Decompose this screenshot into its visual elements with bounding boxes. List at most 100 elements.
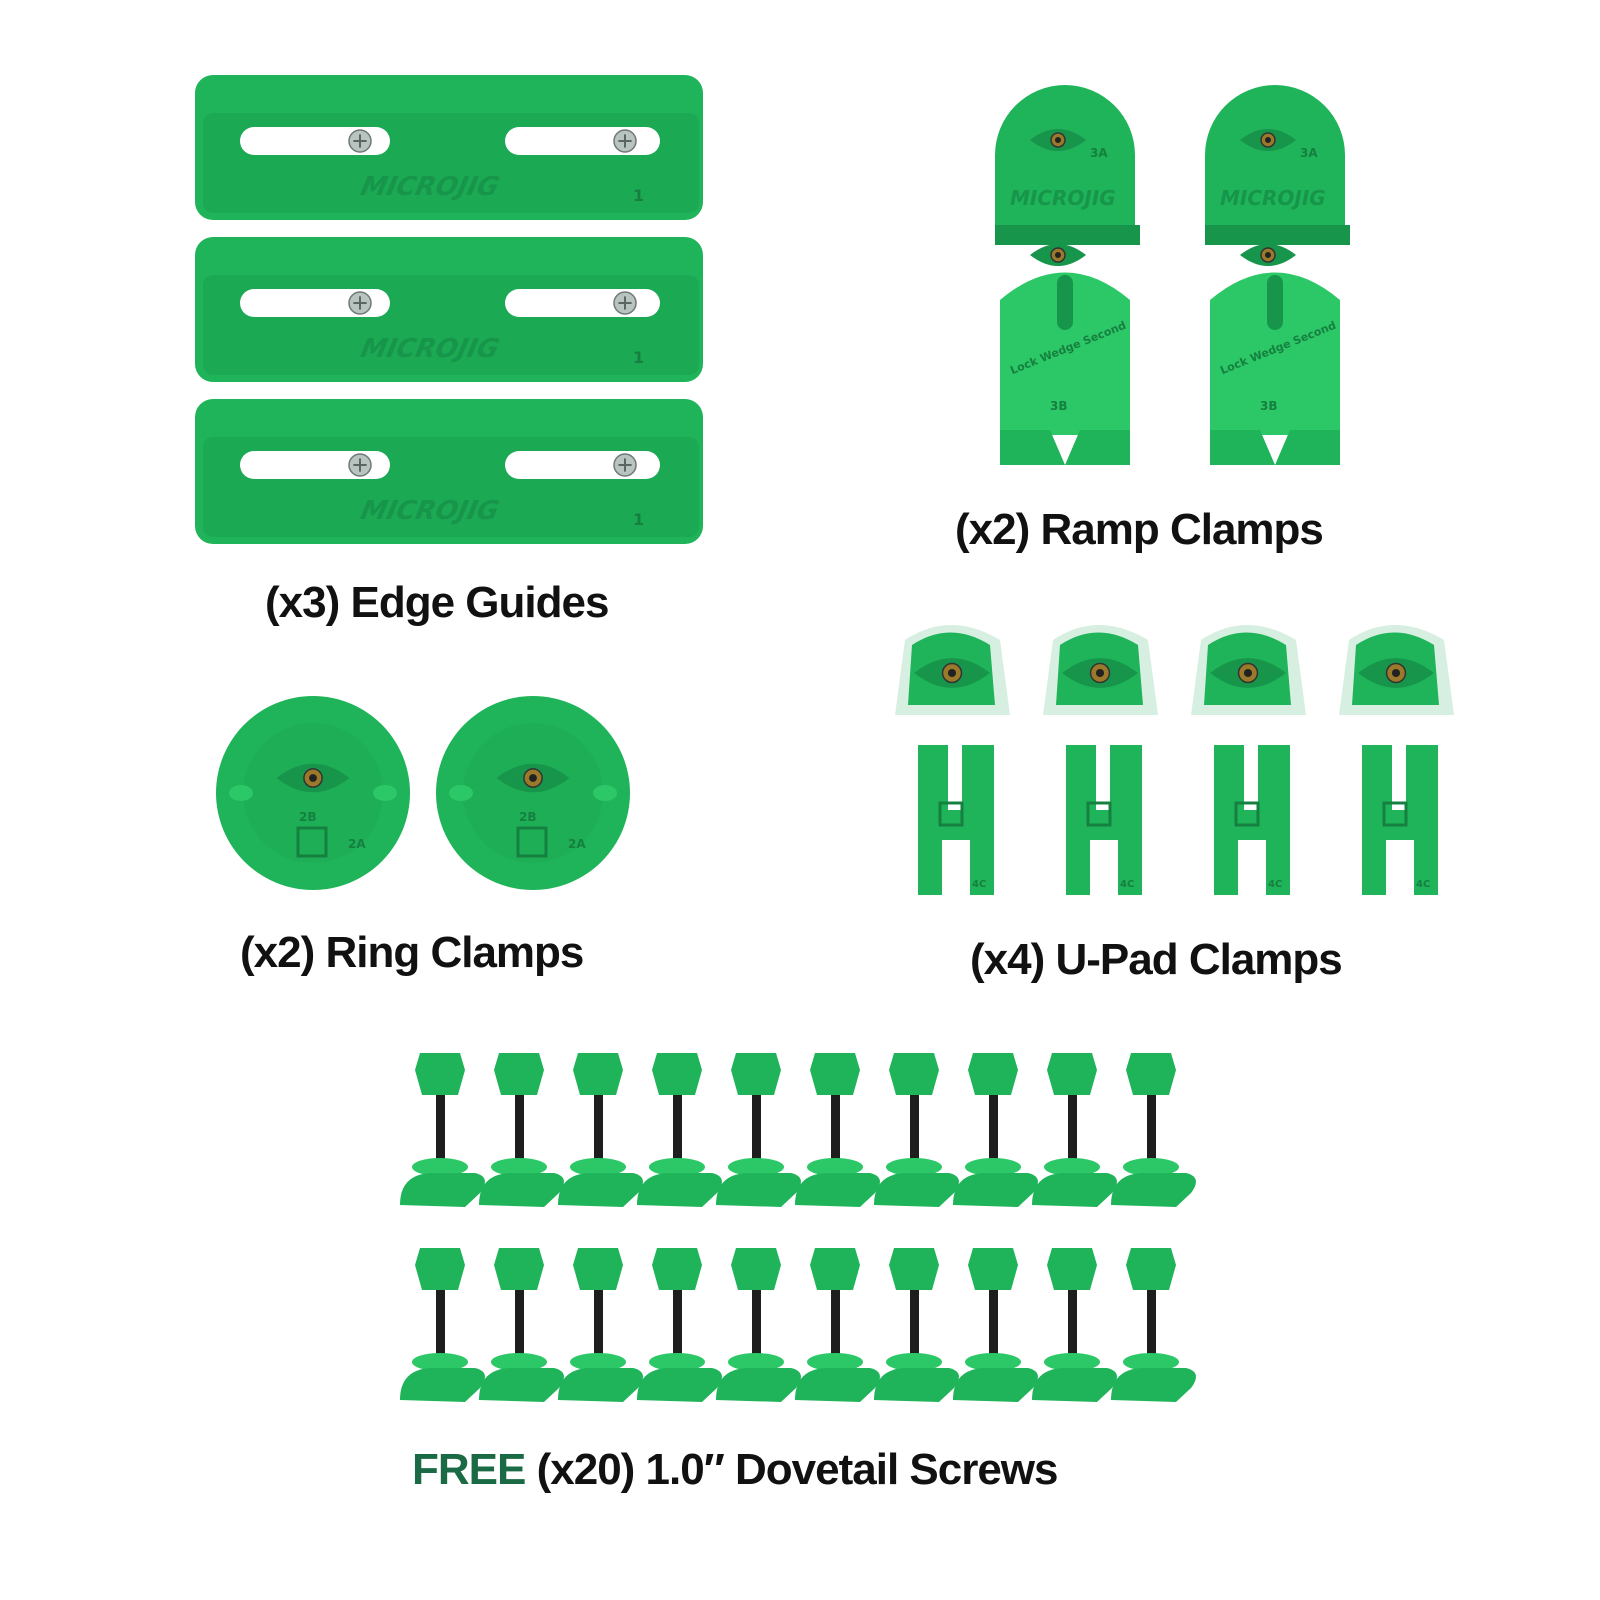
screw-thread bbox=[989, 1095, 998, 1165]
upad-clamp-pad bbox=[1362, 745, 1438, 895]
edge-guide-number: 1 bbox=[633, 186, 644, 205]
screw-knob-icon bbox=[968, 1053, 1018, 1095]
dovetail-screw bbox=[795, 1053, 880, 1207]
screw-washer bbox=[807, 1353, 863, 1371]
screw-thread bbox=[910, 1095, 919, 1165]
screw-washer bbox=[1044, 1158, 1100, 1176]
screw-foot bbox=[1111, 1368, 1196, 1402]
edge-guide: MICROJIG 1 bbox=[195, 399, 703, 544]
screw-knob-icon bbox=[1047, 1248, 1097, 1290]
ramp-upper-label: 3A bbox=[1090, 146, 1108, 160]
screw-knob-icon bbox=[1126, 1248, 1176, 1290]
screw-thread bbox=[910, 1290, 919, 1360]
ring-upper-label: 2B bbox=[519, 810, 537, 824]
screw-foot bbox=[479, 1368, 564, 1402]
upad-clamps-group: 4C 4C 4C 4C bbox=[890, 605, 1470, 905]
dovetail-screw bbox=[795, 1248, 880, 1402]
screw-thread bbox=[989, 1290, 998, 1360]
upad-clamp: 4C bbox=[1339, 625, 1454, 895]
brand-logo: MICROJIG bbox=[358, 496, 502, 526]
screw-knob-icon bbox=[415, 1053, 465, 1095]
mj-logo-icon bbox=[296, 826, 328, 858]
ramp-lower-label: 3B bbox=[1260, 399, 1278, 413]
edge-guide-number: 1 bbox=[633, 510, 644, 529]
screw-washer bbox=[728, 1353, 784, 1371]
upad-clamp-pad bbox=[1214, 745, 1290, 895]
screw-washer bbox=[570, 1353, 626, 1371]
dovetail-screw bbox=[716, 1248, 801, 1402]
screw-thread bbox=[594, 1095, 603, 1165]
screw-foot bbox=[400, 1368, 485, 1402]
dovetail-screw bbox=[874, 1248, 959, 1402]
screw-thread bbox=[1147, 1290, 1156, 1360]
screw-knob-icon bbox=[731, 1248, 781, 1290]
screw-washer bbox=[807, 1158, 863, 1176]
screw-knob-icon bbox=[573, 1248, 623, 1290]
screw-thread bbox=[515, 1290, 524, 1360]
screw-foot bbox=[637, 1368, 722, 1402]
mj-logo-icon bbox=[1382, 801, 1408, 827]
screw-knob-icon bbox=[1047, 1053, 1097, 1095]
upad-pad-label: 4C bbox=[1416, 879, 1430, 890]
dovetail-screw bbox=[716, 1053, 801, 1207]
dovetail-screw bbox=[479, 1053, 564, 1207]
screw-foot bbox=[400, 1173, 485, 1207]
dovetail-screw bbox=[1111, 1248, 1196, 1402]
screw-washer bbox=[886, 1353, 942, 1371]
upad-clamp: 4C bbox=[895, 625, 1010, 895]
upad-clamps-caption: (x4) U-Pad Clamps bbox=[970, 935, 1343, 984]
screw-thread bbox=[673, 1095, 682, 1165]
screw-washer bbox=[649, 1353, 705, 1371]
screw-foot bbox=[716, 1368, 801, 1402]
dovetail-screw bbox=[637, 1053, 722, 1207]
ramp-clamp-wedge bbox=[1000, 272, 1130, 435]
screw-washer bbox=[965, 1158, 1021, 1176]
screw-foot bbox=[637, 1173, 722, 1207]
screw-knob-icon bbox=[652, 1248, 702, 1290]
dovetail-screw bbox=[400, 1248, 485, 1402]
dovetail-screw bbox=[953, 1053, 1038, 1207]
ring-clamps-caption: (x2) Ring Clamps bbox=[240, 928, 584, 977]
ramp-clamp-top bbox=[1205, 85, 1345, 235]
screw-thread bbox=[831, 1290, 840, 1360]
upad-clamp-pad bbox=[1066, 745, 1142, 895]
screw-thread bbox=[752, 1290, 761, 1360]
upad-pad-label: 4C bbox=[1268, 879, 1282, 890]
dovetail-screw bbox=[1111, 1053, 1196, 1207]
screw-thread bbox=[515, 1095, 524, 1165]
screw-knob-icon bbox=[731, 1053, 781, 1095]
ramp-clamp-base bbox=[1210, 430, 1340, 465]
mj-logo-icon bbox=[516, 826, 548, 858]
screw-washer bbox=[412, 1353, 468, 1371]
screw-foot bbox=[795, 1173, 880, 1207]
screw-thread bbox=[594, 1290, 603, 1360]
screw-washer bbox=[649, 1158, 705, 1176]
dovetail-screw bbox=[874, 1053, 959, 1207]
ramp-lower-label: 3B bbox=[1050, 399, 1068, 413]
screw-thread bbox=[752, 1095, 761, 1165]
edge-guide-body bbox=[195, 237, 703, 382]
screw-foot bbox=[558, 1173, 643, 1207]
screw-knob-icon bbox=[810, 1248, 860, 1290]
dovetail-screw bbox=[1032, 1053, 1117, 1207]
upad-clamp: 4C bbox=[1043, 625, 1158, 895]
brand-logo: MICROJIG bbox=[358, 334, 502, 364]
dovetail-screw bbox=[558, 1248, 643, 1402]
upad-pad-label: 4C bbox=[972, 879, 986, 890]
screw-thread bbox=[673, 1290, 682, 1360]
edge-guides-caption: (x3) Edge Guides bbox=[265, 578, 609, 627]
screw-washer bbox=[570, 1158, 626, 1176]
free-label: FREE bbox=[412, 1445, 526, 1494]
dovetail-screw bbox=[1032, 1248, 1117, 1402]
dovetail-screw bbox=[637, 1248, 722, 1402]
